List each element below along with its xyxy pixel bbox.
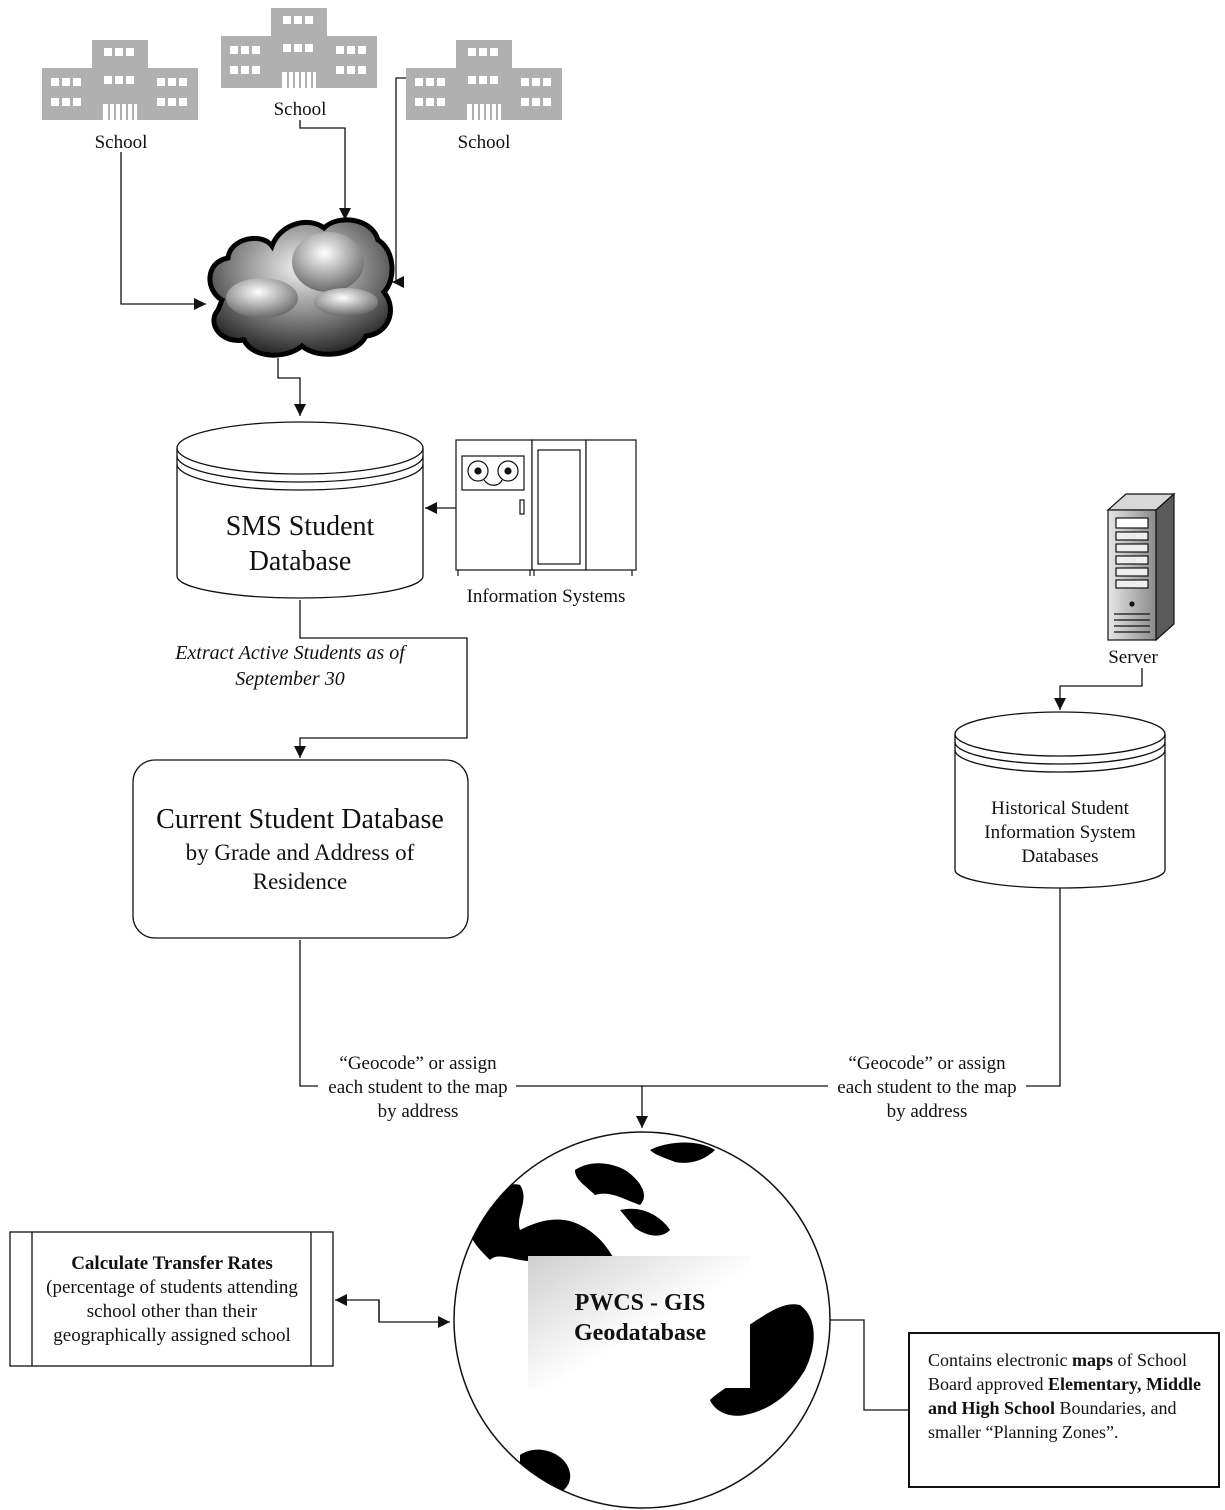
note-text-part3: Boundaries, and smaller “Planning Zones”… [928, 1398, 1177, 1442]
connector-school1-cloud [120, 152, 206, 310]
geocode-right-line2: each student to the map [837, 1077, 1016, 1098]
connector-server-historical [1054, 668, 1143, 710]
current-student-database-box [132, 759, 469, 939]
connector-historical-geodatabase [642, 888, 1061, 1087]
geodatabase-description-note: Contains electronic maps of School Board… [908, 1332, 1220, 1488]
sms-database-label-line2: Database [249, 546, 352, 577]
server-tower-icon [1106, 492, 1176, 642]
school-building-icon [42, 40, 198, 120]
sms-database-cylinder [176, 421, 424, 599]
transfer-rates-line4: geographically assigned school [53, 1325, 290, 1346]
transfer-rates-title: Calculate Transfer Rates [71, 1253, 273, 1274]
historical-database-line2: Information System [984, 822, 1136, 843]
geocode-left-line2: each student to the map [328, 1077, 507, 1098]
connector-school3-cloud [392, 77, 406, 288]
connector-transfer-geodatabase [378, 1300, 450, 1328]
extract-students-label-line2: September 30 [235, 668, 344, 690]
historical-database-line3: Databases [1021, 846, 1098, 867]
school-label: School [458, 132, 511, 153]
geodatabase-title-line2: Geodatabase [574, 1320, 706, 1346]
geodatabase-title-line1: PWCS - GIS [575, 1290, 706, 1316]
historical-database-line1: Historical Student [991, 798, 1129, 819]
connector-geodatabase-note [830, 1319, 908, 1411]
transfer-rates-box [9, 1231, 334, 1367]
geocode-right-line3: by address [887, 1101, 968, 1122]
current-database-line3: Residence [253, 869, 348, 894]
network-cloud-icon [207, 217, 395, 358]
transfer-rates-line3: school other than their [87, 1301, 258, 1322]
note-bold-schools: Elementary, Middle and High School [928, 1374, 1201, 1418]
geocode-left-line3: by address [378, 1101, 459, 1122]
server-label: Server [1108, 647, 1158, 668]
information-systems-label: Information Systems [467, 586, 626, 607]
note-text-part1: Contains electronic [928, 1350, 1072, 1370]
current-database-line2: by Grade and Address of [186, 840, 415, 865]
connector-school2-cloud [299, 120, 351, 220]
geocode-right-line1: “Geocode” or assign [848, 1053, 1006, 1074]
school-label: School [95, 132, 148, 153]
connector-sms-current [294, 600, 468, 758]
note-text-part2: of School Board approved [928, 1350, 1187, 1394]
globe-geodatabase-icon [453, 1131, 831, 1509]
transfer-rates-line2: (percentage of students attending [46, 1277, 298, 1298]
school-building-icon [221, 8, 377, 88]
historical-database-cylinder [954, 711, 1166, 889]
extract-students-label-line1: Extract Active Students as of [174, 642, 407, 664]
connector-cloud-sms [277, 358, 306, 416]
school-building-icon [406, 40, 562, 120]
current-database-title: Current Student Database [156, 804, 444, 835]
school-label: School [274, 99, 327, 120]
mainframe-computer-icon [455, 439, 637, 576]
connector-geodatabase-transfer [335, 1294, 380, 1322]
note-bold-maps: maps [1071, 1350, 1113, 1370]
geocode-left-line1: “Geocode” or assign [339, 1053, 497, 1074]
sms-database-label-line1: SMS Student [226, 511, 375, 542]
